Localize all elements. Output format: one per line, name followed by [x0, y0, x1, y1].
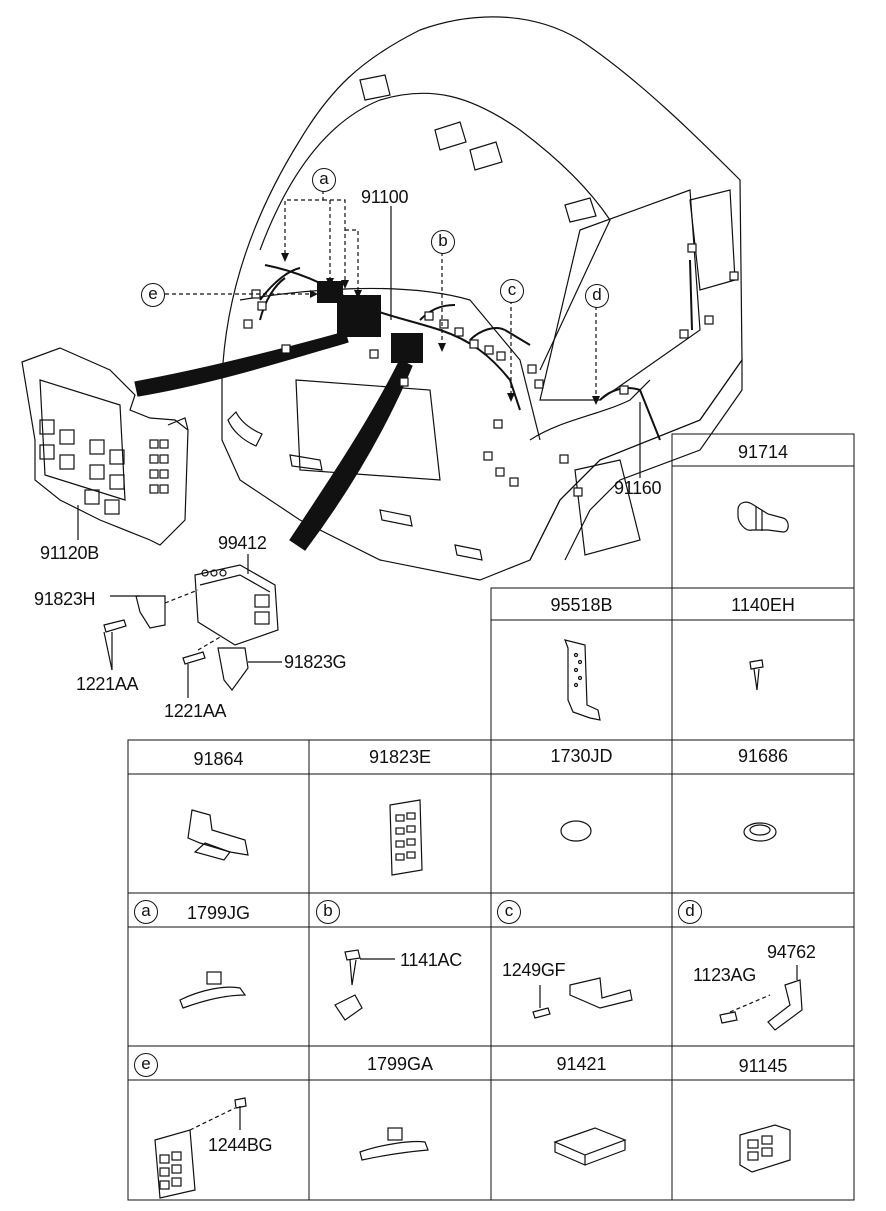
tie-1799ga-sketch — [359, 1127, 429, 1161]
cell-letter-d: d — [678, 900, 702, 924]
part-code-1244bg: 1244BG — [208, 1135, 273, 1155]
fuse-relay-box — [21, 347, 189, 546]
cell-letter-a: a — [134, 900, 158, 924]
callout-a: a — [312, 168, 336, 192]
connector-e-sketch — [154, 1097, 247, 1199]
connector-91823e-sketch — [389, 799, 423, 876]
bracket-91864-sketch — [187, 809, 249, 861]
callout-b: b — [431, 230, 455, 254]
part-code-1123ag: 1123AG — [693, 965, 756, 985]
parts-table-grid — [127, 433, 855, 1201]
bracket-95518b-sketch — [564, 639, 601, 721]
part-code-1249gf: 1249GF — [502, 960, 566, 980]
plug-1730jd-sketch — [560, 820, 592, 842]
cell-letter-e: e — [134, 1053, 158, 1077]
label-bracket-h: 91823H — [34, 589, 96, 609]
truck-cab-outline — [221, 16, 743, 581]
part-code-94762: 94762 — [767, 942, 816, 962]
callout-leaders — [165, 190, 641, 478]
part-code-1799jg: 1799JG — [186, 903, 251, 923]
part-code-91714: 91714 — [737, 442, 789, 462]
label-harness: 91100 — [361, 187, 409, 207]
label-screw-left: 1221AA — [76, 674, 139, 694]
grommet-91686-sketch — [743, 822, 777, 842]
callout-e: e — [141, 283, 165, 307]
part-code-1140eh: 1140EH — [731, 595, 795, 615]
part-code-91145: 91145 — [738, 1056, 788, 1076]
tie-1799jg-sketch — [179, 971, 247, 1009]
clip-b-sketch — [334, 949, 395, 1021]
arrow-to-fusebox — [134, 331, 349, 397]
part-code-1730jd: 1730JD — [550, 746, 613, 766]
wiring-harness — [259, 259, 693, 441]
label-screw-right: 1221AA — [164, 701, 227, 721]
bracket-d-sketch — [719, 965, 803, 1031]
bulb-sketch — [737, 501, 789, 533]
label-module: 99412 — [218, 533, 267, 553]
part-code-1141ac: 1141AC — [400, 950, 462, 970]
arrow-to-module — [289, 359, 413, 551]
cell-letter-c: c — [497, 900, 521, 924]
screw-1140eh-sketch — [749, 659, 764, 691]
part-code-1799ga: 1799GA — [366, 1054, 434, 1074]
part-code-95518b: 95518B — [550, 595, 613, 615]
part-code-91864: 91864 — [193, 749, 244, 769]
part-code-91823e: 91823E — [368, 747, 432, 767]
cell-letter-b: b — [316, 900, 340, 924]
label-bracket-g: 91823G — [284, 652, 347, 672]
control-module — [103, 554, 282, 698]
label-fuse-box: 91120B — [40, 543, 99, 563]
pad-91421-sketch — [553, 1127, 627, 1166]
leader-arrowheads — [281, 253, 600, 405]
part-code-91686: 91686 — [737, 746, 789, 766]
callout-c: c — [500, 279, 524, 303]
holder-91145-sketch — [739, 1124, 791, 1173]
part-code-91421: 91421 — [556, 1054, 607, 1074]
label-side-harness: 91160 — [614, 478, 662, 498]
callout-d: d — [585, 284, 609, 308]
bracket-c-sketch — [532, 977, 633, 1019]
